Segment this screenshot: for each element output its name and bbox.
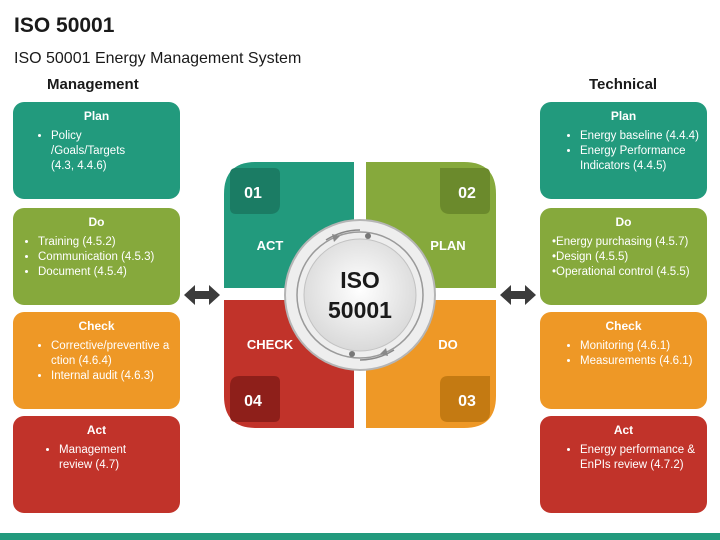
technical-check-card: Check Monitoring (4.6.1) Measurements (4…: [540, 312, 707, 409]
card-item: Management review (4.7): [59, 443, 142, 473]
card-item: Policy /Goals/Targets (4.3, 4.4.6): [51, 129, 142, 174]
ring-arrowhead-icon: [332, 234, 340, 242]
ring-arrowhead-icon: [380, 348, 388, 356]
card-title: Act: [613, 423, 634, 437]
quadrant-number: 04: [244, 393, 262, 410]
quadrant-label: CHECK: [247, 337, 294, 352]
card-title: Plan: [610, 109, 637, 123]
tab-01: [230, 168, 280, 214]
card-title: Do: [615, 215, 632, 229]
card-item: Energy Performance Indicators (4.4.5): [580, 144, 699, 174]
card-title: Check: [605, 319, 642, 333]
quadrant-number: 02: [458, 185, 476, 202]
card-item: Energy performance & EnPIs review (4.7.2…: [580, 443, 699, 473]
card-item: Training (4.5.2): [38, 235, 172, 250]
technical-heading: Technical: [589, 76, 658, 93]
quadrant-number: 03: [458, 393, 476, 410]
ring-dot-icon: [365, 233, 371, 239]
management-plan-card: Plan Policy /Goals/Targets (4.3, 4.4.6): [13, 102, 180, 199]
card-item: Communication (4.5.3): [38, 250, 172, 265]
management-heading: Management: [47, 76, 139, 93]
card-item: Corrective/preventive action (4.6.4): [51, 339, 172, 369]
center-label-line2: 50001: [328, 297, 392, 323]
card-item: Internal audit (4.6.3): [51, 369, 172, 384]
card-item: Monitoring (4.6.1): [580, 339, 699, 354]
card-item: •Operational control (4.5.5): [552, 266, 690, 278]
card-item: •Design (4.5.5): [552, 251, 629, 263]
left-double-arrow-icon: [184, 285, 220, 305]
center-label-line1: ISO: [340, 267, 380, 293]
management-do-card: Do Training (4.5.2) Communication (4.5.3…: [13, 208, 180, 305]
technical-plan-card: Plan Energy baseline (4.4.4) Energy Perf…: [540, 102, 707, 199]
card-title: Check: [78, 319, 115, 333]
card-item: Document (4.5.4): [38, 265, 172, 280]
card-item: Energy baseline (4.4.4): [580, 129, 699, 144]
management-check-card: Check Corrective/preventive action (4.6.…: [13, 312, 180, 409]
card-title: Do: [88, 215, 105, 229]
quadrant-label: ACT: [257, 238, 284, 253]
technical-do-card: Do •Energy purchasing (4.5.7) •Design (4…: [540, 208, 707, 305]
card-title: Plan: [83, 109, 110, 123]
tab-02: [440, 168, 490, 214]
bottom-accent-bar: [0, 533, 720, 540]
right-double-arrow-icon: [500, 285, 536, 305]
quadrant-label: PLAN: [430, 238, 465, 253]
technical-act-card: Act Energy performance & EnPIs review (4…: [540, 416, 707, 513]
tab-03: [440, 376, 490, 422]
quadrant-label: DO: [438, 337, 458, 352]
pdca-cycle-diagram: 01 02 03 04 ACT PLAN DO CHECK ISO 50001: [224, 162, 496, 428]
page-title: ISO 50001: [14, 14, 115, 37]
card-item: •Energy purchasing (4.5.7): [552, 236, 689, 248]
ring-dot-icon: [349, 351, 355, 357]
management-act-card: Act Management review (4.7): [13, 416, 180, 513]
card-item: Measurements (4.6.1): [580, 354, 699, 369]
tab-04: [230, 376, 280, 422]
card-title: Act: [86, 423, 107, 437]
page-subtitle: ISO 50001 Energy Management System: [14, 50, 302, 67]
quadrant-number: 01: [244, 185, 262, 202]
